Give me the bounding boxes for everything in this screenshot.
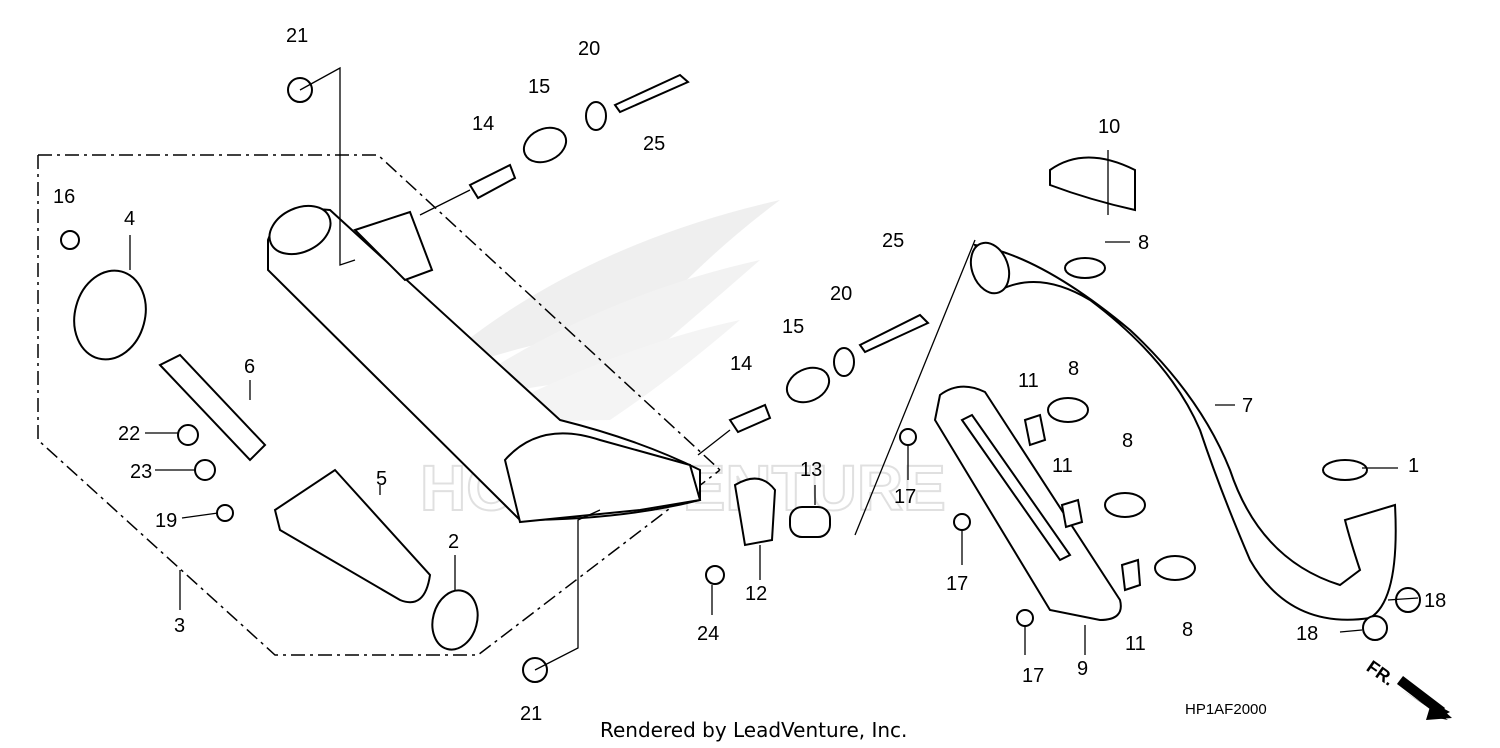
exhaust-joint [789,506,831,538]
callout-23: 23 [130,461,152,483]
callout-17: 17 [894,486,916,508]
callout-24: 24 [697,623,719,645]
callout-20: 20 [830,283,852,305]
callout-5: 5 [376,468,387,490]
callout-25: 25 [882,230,904,252]
clip-11a [1023,413,1047,447]
callout-11: 11 [1018,370,1039,392]
callout-11: 11 [1125,633,1146,655]
muffler-body [267,204,702,524]
callout-3: 3 [174,615,185,637]
collar-upper [468,163,517,200]
callout-10: 10 [1098,116,1120,138]
callout-12: 12 [745,583,767,605]
callout-4: 4 [124,208,135,230]
callout-21: 21 [286,25,308,47]
callout-19: 19 [155,510,177,532]
collar-lower [728,403,772,434]
band-8c [1104,492,1146,518]
direction-label: FR. [1363,657,1398,690]
clip-11b [1060,498,1084,529]
callout-21: 21 [520,703,542,725]
bolt-16 [60,230,80,250]
band-8a [1064,257,1106,279]
washer-22 [177,424,199,446]
screw-17a [899,428,917,446]
inner-pipe [158,353,267,462]
callout-15: 15 [782,316,804,338]
bolt-24 [705,565,725,585]
diagram-code: HP1AF2000 [1185,701,1267,718]
callout-6: 6 [244,356,255,378]
screw-17c [1016,609,1034,627]
gasket-1 [1322,459,1368,481]
callout-13: 13 [800,459,822,481]
callout-22: 22 [118,423,140,445]
screw-19 [216,504,234,522]
nut-18a [1395,587,1421,613]
spark-arrester [273,468,432,604]
front-direction-arrow: FR. [1363,657,1452,720]
callout-8: 8 [1182,619,1193,641]
muffler-band [733,477,777,547]
band-8d [1154,555,1196,581]
bolt-upper [613,73,690,114]
callout-17: 17 [946,573,968,595]
clip-11c [1120,558,1142,592]
heat-guard-slot [960,413,1072,562]
callout-7: 7 [1242,395,1253,417]
callout-20: 20 [578,38,600,60]
bolt-lower [858,313,930,354]
muffler-assembly-outline [37,154,721,656]
washer-lower [833,347,855,377]
callout-14: 14 [730,353,752,375]
callout-9: 9 [1077,658,1088,680]
leader-lines [129,66,1419,671]
callout-25: 25 [643,133,665,155]
callout-16: 16 [53,186,75,208]
washer-upper [585,101,607,131]
band-8b [1047,397,1089,423]
callout-2: 2 [448,531,459,553]
callout-15: 15 [528,76,550,98]
callout-11: 11 [1052,455,1073,477]
callout-8: 8 [1068,358,1079,380]
callouts: 21 21 20 20 15 15 14 14 25 25 16 4 6 22 … [53,25,1446,725]
callout-8: 8 [1122,430,1133,452]
callout-18: 18 [1424,590,1446,612]
callout-1: 1 [1408,455,1419,477]
end-cap [73,269,147,361]
screw-17b [953,513,971,531]
gasket-2 [431,589,479,651]
washer-23 [194,459,216,481]
callout-18: 18 [1296,623,1318,645]
pipe-protector [1049,156,1136,212]
exhaust-pipe [969,241,1397,621]
mounting-rubber-lower [785,366,831,404]
callout-17: 17 [1022,665,1044,687]
callout-14: 14 [472,113,494,135]
mounting-rubber-upper [522,126,568,164]
caption: Rendered by LeadVenture, Inc. [600,718,907,742]
callout-8: 8 [1138,232,1149,254]
nut-18b [1362,615,1388,641]
